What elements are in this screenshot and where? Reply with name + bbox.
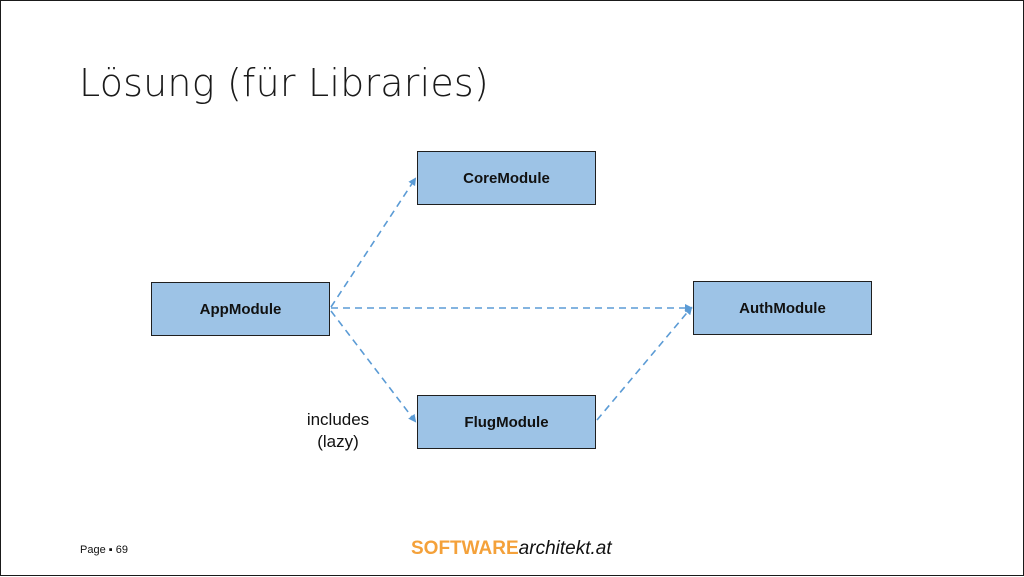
arrow-app-to-core bbox=[330, 177, 417, 308]
arrow-app-to-flug bbox=[330, 310, 417, 423]
logo-domain-text: architekt.at bbox=[518, 538, 612, 559]
page-title: Lösung (für Libraries) bbox=[79, 61, 489, 105]
node-appmodule-label: AppModule bbox=[199, 300, 282, 318]
node-flugmodule-label: FlugModule bbox=[464, 413, 549, 431]
logo-software-text: SOFTWARE bbox=[411, 538, 519, 559]
node-flugmodule: FlugModule bbox=[417, 395, 596, 449]
node-authmodule: AuthModule bbox=[693, 281, 872, 335]
node-coremodule: CoreModule bbox=[417, 151, 596, 205]
page-number: Page ▪ 69 bbox=[80, 544, 128, 556]
brand-logo: SOFTWAREarchitekt.at bbox=[411, 538, 612, 560]
arrow-flug-to-auth bbox=[596, 306, 693, 421]
note-line-2: (lazy) bbox=[317, 432, 359, 451]
lazy-include-note: includes (lazy) bbox=[283, 409, 393, 453]
node-coremodule-label: CoreModule bbox=[463, 169, 550, 187]
node-appmodule: AppModule bbox=[151, 282, 330, 336]
node-authmodule-label: AuthModule bbox=[739, 299, 826, 317]
note-line-1: includes bbox=[306, 410, 370, 429]
